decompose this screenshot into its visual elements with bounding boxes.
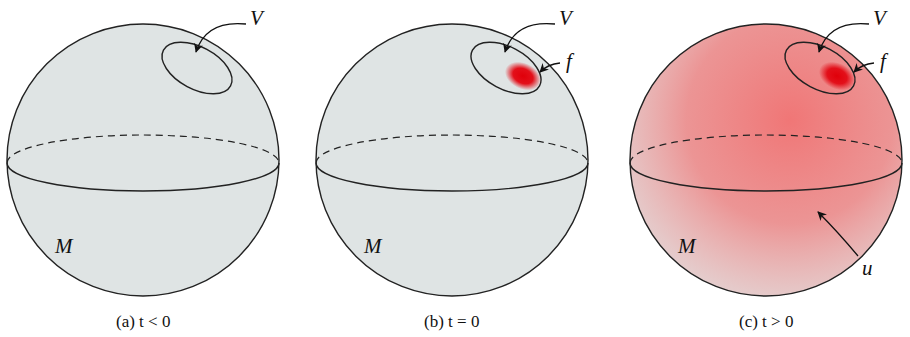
manifold-label: M <box>364 236 382 257</box>
sphere-a <box>7 24 279 296</box>
source-label: f <box>880 51 886 72</box>
region-label: V <box>873 8 886 29</box>
sphere-b <box>316 24 588 296</box>
region-label: V <box>559 8 572 29</box>
solution-label: u <box>862 258 873 279</box>
manifold-label: M <box>678 236 696 257</box>
manifold-label: M <box>55 236 73 257</box>
panel-caption: (a) t < 0 <box>116 313 170 330</box>
panel-caption: (b) t = 0 <box>424 313 479 330</box>
panel-caption: (c) t > 0 <box>739 313 793 330</box>
region-label: V <box>250 8 263 29</box>
sphere-c <box>620 10 910 310</box>
source-label: f <box>566 51 572 72</box>
